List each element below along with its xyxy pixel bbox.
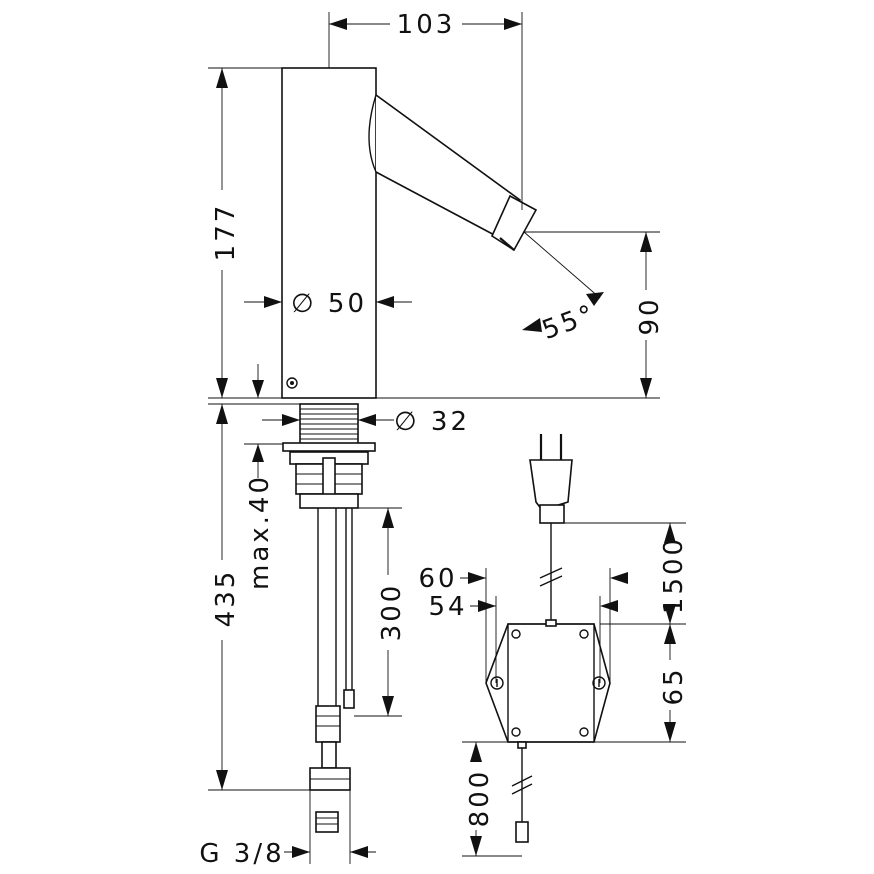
dimension-diameter-50 bbox=[244, 296, 412, 308]
dimension-angle-55 bbox=[522, 231, 604, 332]
control-box bbox=[485, 619, 611, 843]
faucet-body bbox=[281, 67, 377, 399]
dimension-g-3-8 bbox=[284, 790, 376, 864]
label-54: 54 bbox=[428, 592, 467, 622]
dimension-60 bbox=[460, 568, 628, 683]
label-435: 435 bbox=[211, 569, 241, 628]
dimension-diameter-32 bbox=[262, 414, 394, 426]
dimension-65 bbox=[594, 624, 686, 743]
label-800: 800 bbox=[465, 769, 495, 828]
faucet-spout bbox=[368, 94, 538, 252]
label-300: 300 bbox=[377, 583, 407, 642]
dimension-90 bbox=[376, 231, 660, 399]
dimension-300 bbox=[352, 507, 402, 717]
label-g-3-8: G 3/8 bbox=[199, 839, 284, 869]
label-103: 103 bbox=[397, 10, 456, 40]
dimension-54 bbox=[470, 596, 618, 683]
label-65: 65 bbox=[659, 666, 689, 705]
dimension-435 bbox=[208, 403, 310, 791]
dimension-103 bbox=[328, 12, 523, 210]
supply-hose bbox=[309, 508, 355, 833]
label-90: 90 bbox=[635, 296, 665, 335]
label-max-40: max.40 bbox=[245, 474, 275, 590]
label-60: 60 bbox=[418, 564, 457, 594]
label-diameter-50: ∅ 50 bbox=[291, 289, 367, 319]
label-diameter-32: ∅ 32 bbox=[394, 407, 470, 437]
label-1500: 1500 bbox=[659, 536, 689, 614]
label-177: 177 bbox=[211, 203, 241, 262]
dimension-800 bbox=[462, 741, 522, 857]
dimension-177 bbox=[208, 67, 282, 399]
dimension-1500 bbox=[551, 522, 686, 625]
threaded-shank bbox=[282, 403, 376, 509]
dimension-max-40 bbox=[244, 364, 283, 478]
power-plug bbox=[529, 434, 573, 620]
label-angle-55: 55° bbox=[538, 299, 600, 346]
